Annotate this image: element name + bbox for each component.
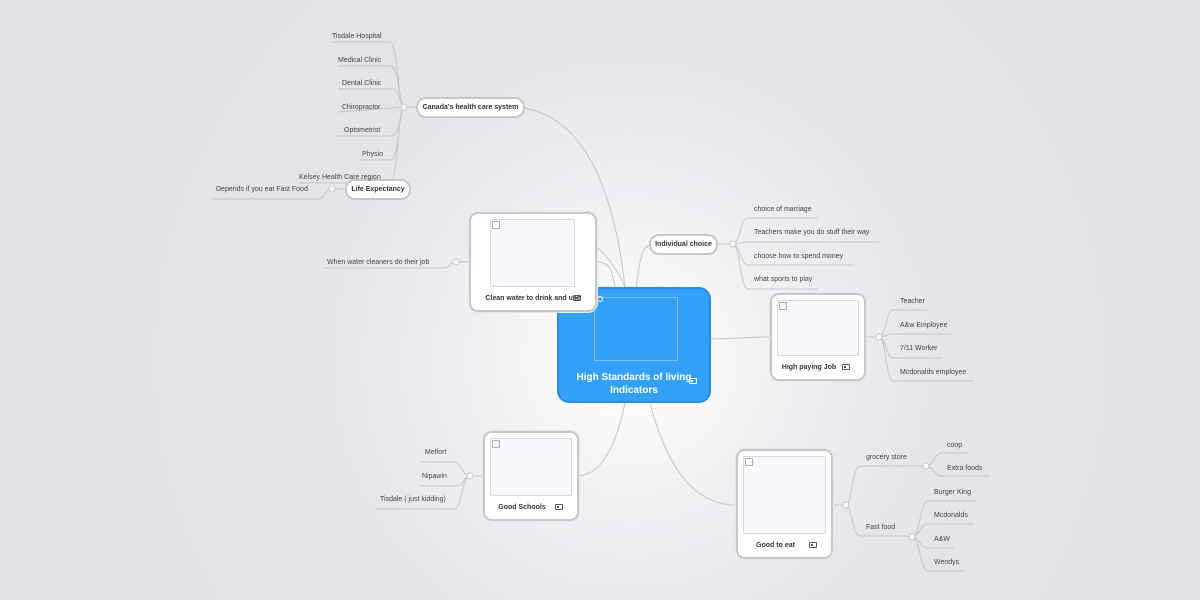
image-icon[interactable]	[842, 364, 850, 370]
leaf-physio[interactable]: Physio	[362, 151, 384, 158]
leaf-choice-of-marriage[interactable]: choice of marriage	[754, 206, 812, 213]
root-title-line2: Indicators	[610, 385, 658, 396]
leaf-aw[interactable]: A&W	[934, 536, 950, 543]
leaf-711-worker[interactable]: 7/11 Worker	[900, 345, 938, 352]
image-icon[interactable]	[555, 504, 563, 510]
node-label: Individual choice	[655, 241, 712, 248]
leaf-depends-fast-food[interactable]: Depends if you eat Fast Food	[216, 186, 308, 193]
root-title-line1: High Standards of living	[576, 372, 692, 383]
node-label: Good Schools	[498, 504, 546, 511]
link-root-health	[523, 107, 626, 288]
leaf-optometrist[interactable]: Optometrist	[344, 127, 381, 134]
leaf-wendys[interactable]: Wendys	[934, 559, 960, 566]
leaf-water-cleaners[interactable]: When water cleaners do their job	[327, 259, 430, 266]
node-image	[490, 438, 572, 496]
root-image	[594, 297, 678, 361]
node-image	[743, 456, 826, 534]
leaf-grocery-store[interactable]: grocery store	[866, 454, 907, 461]
leaf-dental-clinic[interactable]: Dental Clinic	[342, 80, 382, 87]
image-icon[interactable]	[573, 295, 581, 301]
node-clean-water[interactable]: Clean water to drink and use	[469, 212, 597, 312]
leaf-burger-king[interactable]: Burger King	[934, 489, 971, 496]
leaf-extra-foods[interactable]: Extra foods	[947, 465, 983, 472]
node-individual-choice[interactable]: Individual choice	[649, 234, 718, 255]
leaf-nipawin[interactable]: Nipawin	[422, 473, 447, 480]
leaf-melfort[interactable]: Melfort	[425, 449, 447, 456]
node-image	[777, 300, 859, 356]
link-root-choice	[635, 244, 651, 288]
leaf-kelsey-health-care-region[interactable]: Kelsey Health Care region	[299, 174, 381, 181]
image-icon[interactable]	[689, 378, 697, 384]
leaf-medical-clinic[interactable]: Medical Clinic	[338, 57, 382, 64]
node-label: High paying Job	[781, 364, 837, 371]
broken-image-icon	[779, 302, 787, 310]
leaf-tisdale-hospital[interactable]: Tisdale Hospital	[332, 33, 382, 40]
leaf-chiropractor[interactable]: Chiropractor	[342, 104, 381, 111]
leaf-coop[interactable]: coop	[947, 442, 963, 449]
root-title: High Standards of living Indicators	[559, 371, 709, 397]
leaf-fast-food[interactable]: Fast food	[866, 524, 896, 531]
link-root-water	[596, 261, 616, 288]
link-root-eat	[649, 402, 737, 506]
node-life-expectancy[interactable]: Life Expectancy	[345, 179, 411, 200]
link-root-schools	[577, 402, 626, 477]
leaf-teacher[interactable]: Teacher	[900, 298, 925, 305]
leaf-sports-to-play[interactable]: what sports to play	[754, 276, 813, 283]
leaf-tisdale-kidding[interactable]: Tisdale ( just kidding)	[380, 496, 446, 503]
broken-image-icon	[745, 458, 753, 466]
leaf-aw-employee[interactable]: A&w Employee	[900, 322, 948, 329]
node-label: Clean water to drink and use	[485, 295, 581, 302]
root-node[interactable]: High Standards of living Indicators	[557, 287, 711, 403]
node-label: Canada's health care system	[422, 104, 519, 111]
leaf-spend-money[interactable]: choose how to spend money	[754, 253, 844, 260]
node-image	[490, 219, 575, 287]
image-icon[interactable]	[809, 542, 817, 548]
node-good-schools[interactable]: Good Schools	[483, 431, 579, 521]
node-health-care[interactable]: Canada's health care system	[416, 97, 525, 118]
leaf-teachers-way[interactable]: Teachers make you do stuff their way	[754, 229, 870, 236]
broken-image-icon	[492, 440, 500, 448]
node-high-paying-job[interactable]: High paying Job	[770, 293, 866, 381]
leaf-mcdonalds[interactable]: Mcdonalds	[934, 512, 968, 519]
broken-image-icon	[597, 296, 603, 302]
node-good-to-eat[interactable]: Good to eat	[736, 449, 833, 559]
leaf-mcdonalds-employee[interactable]: Mcdonalds employee	[900, 369, 967, 376]
broken-image-icon	[492, 221, 500, 229]
node-label: Good to eat	[756, 542, 795, 549]
node-label: Life Expectancy	[351, 186, 405, 193]
link-root-job	[710, 336, 771, 340]
